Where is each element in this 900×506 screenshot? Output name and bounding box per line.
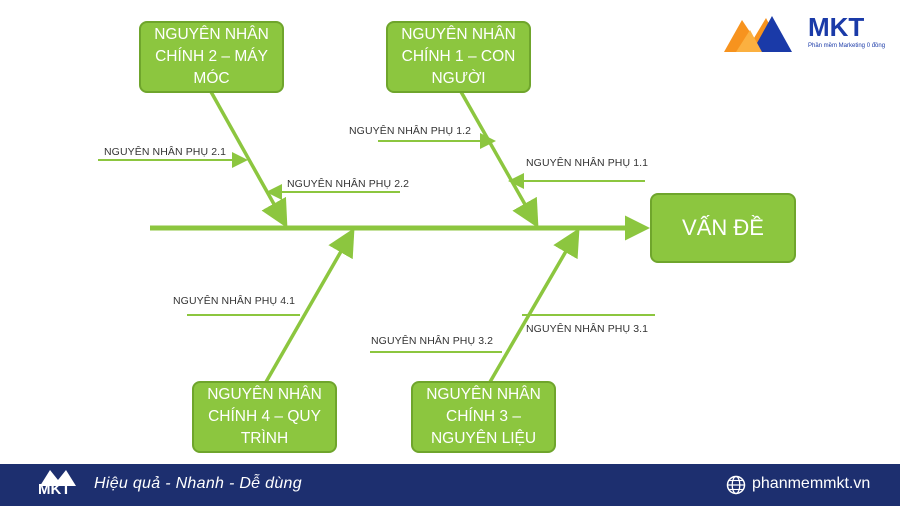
sub-cause-2-2: NGUYÊN NHÂN PHỤ 2.2 [287,178,410,190]
diagram-lines [98,89,655,383]
sub-cause-1-2: NGUYÊN NHÂN PHỤ 1.2 [349,125,472,137]
fishbone-diagram: NGUYÊN NHÂN CHÍNH 2 – MÁY MÓC NGUYÊN NHÂ… [98,12,886,453]
main-cause-1-box: NGUYÊN NHÂN CHÍNH 1 – CON NGƯỜI [386,21,531,93]
footer-logo-text: MKT [38,481,71,498]
brand-tagline: Phần mềm Marketing 0 đồng [808,43,886,49]
main-cause-2-box: NGUYÊN NHÂN CHÍNH 2 – MÁY MÓC [139,21,284,93]
main-cause-2-label: NGUYÊN NHÂN CHÍNH 2 – MÁY MÓC [154,26,269,87]
sub-cause-3-2: NGUYÊN NHÂN PHỤ 3.2 [371,335,494,347]
brand-name: MKT [808,12,865,42]
mkt-logo-mark [724,16,792,52]
footer-bar: MKT Hiệu quả - Nhanh - Dễ dùng phanmemmk… [0,464,900,506]
bone-cause-4 [264,227,355,383]
sub-cause-1-1: NGUYÊN NHÂN PHỤ 1.1 [526,157,649,169]
effect-box: VẤN ĐỀ [650,193,796,263]
sub-cause-2-1: NGUYÊN NHÂN PHỤ 2.1 [104,146,227,158]
sub-cause-3-1: NGUYÊN NHÂN PHỤ 3.1 [526,323,649,335]
main-cause-3-label: NGUYÊN NHÂN CHÍNH 3 – NGUYÊN LIỆU [426,386,541,447]
sub-cause-4-1: NGUYÊN NHÂN PHỤ 4.1 [173,295,296,307]
main-cause-4-label: NGUYÊN NHÂN CHÍNH 4 – QUY TRÌNH [207,386,322,447]
bone-cause-1 [458,89,539,229]
effect-label: VẤN ĐỀ [682,215,764,240]
footer-logo-icon [40,470,76,486]
footer-slogan: Hiệu quả - Nhanh - Dễ dùng [94,475,302,492]
bone-cause-3 [488,227,580,383]
main-cause-4-box: NGUYÊN NHÂN CHÍNH 4 – QUY TRÌNH [192,381,337,453]
website-link[interactable]: phanmemmkt.vn [752,475,871,492]
main-cause-1-label: NGUYÊN NHÂN CHÍNH 1 – CON NGƯỜI [401,26,516,87]
main-cause-3-box: NGUYÊN NHÂN CHÍNH 3 – NGUYÊN LIỆU [411,381,556,453]
globe-icon [726,475,746,495]
